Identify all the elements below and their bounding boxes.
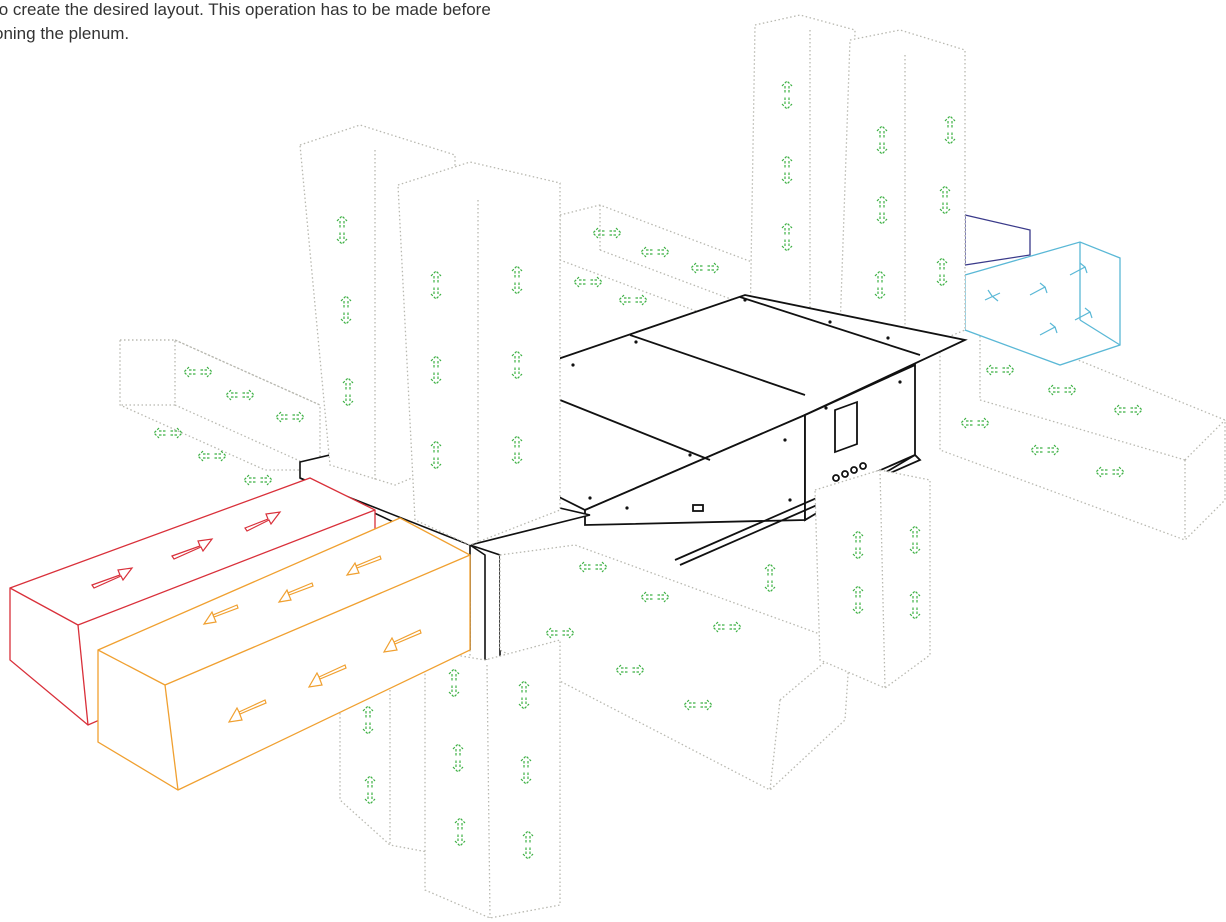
navy-duct (964, 214, 1031, 266)
right-tall-duct-1 (749, 14, 856, 346)
bottom-center-vertical-duct (424, 639, 561, 919)
unit-handle (692, 504, 704, 512)
right-tall-duct-2 (839, 29, 966, 356)
unit-base-rail (674, 453, 922, 566)
double-arrow-icon (197, 450, 227, 462)
double-arrow-icon (243, 474, 273, 486)
control-button (832, 474, 840, 482)
orange-flow-arrows (202, 555, 422, 723)
ventilation-unit (554, 294, 968, 566)
front-right-vertical-duct (814, 469, 931, 689)
caption-line-1: to create the desired layout. This opera… (0, 0, 491, 19)
double-arrow-icon (153, 427, 183, 439)
double-arrow-icon (573, 276, 603, 288)
control-button (850, 466, 858, 474)
panel-screws (571, 298, 902, 510)
back-left-horizontal-duct (119, 339, 321, 471)
display-screen-icon (834, 400, 858, 454)
control-button (859, 462, 867, 470)
instruction-caption: to create the desired layout. This opera… (0, 0, 614, 46)
left-tall-duct-2 (397, 161, 561, 546)
caption-line-2: oning the plenum. (0, 24, 130, 43)
orange-duct (97, 517, 471, 791)
front-center-horizontal-duct (499, 544, 851, 791)
double-arrow-icon (764, 563, 776, 593)
blue-duct (964, 241, 1121, 366)
double-arrow-icon (618, 294, 648, 306)
red-flow-arrows (91, 511, 282, 589)
control-button (841, 470, 849, 478)
blue-flow-arrows (984, 262, 1093, 336)
